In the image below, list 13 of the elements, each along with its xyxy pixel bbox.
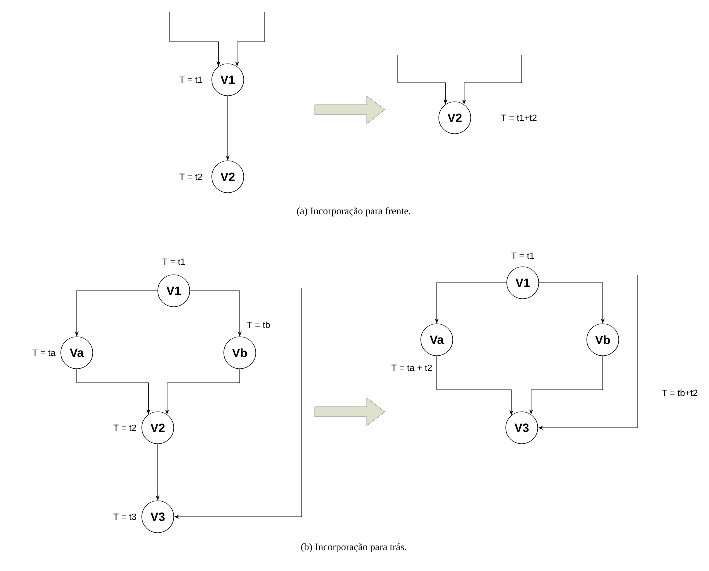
time-label: T = tb [247, 322, 270, 328]
time-label: T = t3 [114, 514, 136, 520]
time-label: T = t1+t2 [501, 114, 537, 122]
time-label: T = t1 [162, 258, 186, 266]
time-label: T = t1 [512, 252, 534, 260]
time-label: T = ta [32, 350, 56, 356]
edge-label: T = tb+t2 [661, 388, 700, 398]
time-label: T = t2 [114, 424, 136, 432]
time-label: T = ta + t2 [392, 364, 432, 372]
time-label: T = t1 [180, 76, 202, 84]
figure-caption: (b) Incorporação para trás. [301, 543, 406, 553]
time-label: T = t2 [180, 174, 202, 180]
figure-caption: (a) Incorporação para frente. [297, 207, 411, 217]
